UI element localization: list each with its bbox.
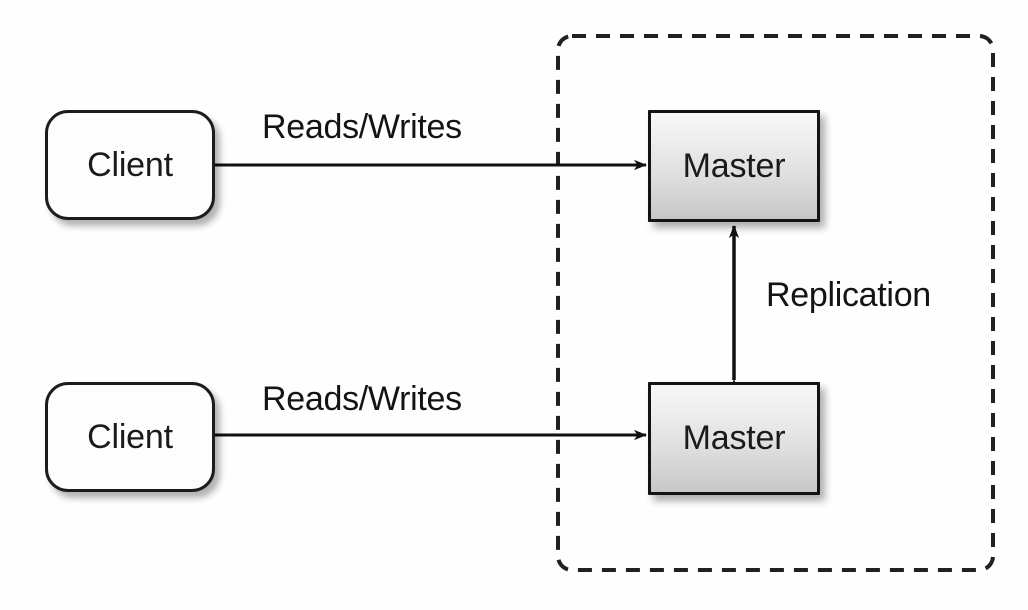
- node-client-bottom[interactable]: Client: [45, 382, 215, 492]
- edge-label-reads-writes-bottom: Reads/Writes: [262, 380, 462, 418]
- node-master-top[interactable]: Master: [648, 110, 820, 222]
- node-client-top[interactable]: Client: [45, 110, 215, 220]
- edge-label-replication: Replication: [766, 276, 931, 314]
- node-client-bottom-label: Client: [87, 417, 173, 456]
- node-master-top-label: Master: [682, 146, 786, 185]
- edge-label-reads-writes-top: Reads/Writes: [262, 108, 462, 146]
- replication-cluster-boundary: [556, 34, 995, 572]
- node-client-top-label: Client: [87, 145, 173, 184]
- node-master-bottom-label: Master: [682, 419, 786, 457]
- node-master-bottom[interactable]: Master: [648, 382, 820, 495]
